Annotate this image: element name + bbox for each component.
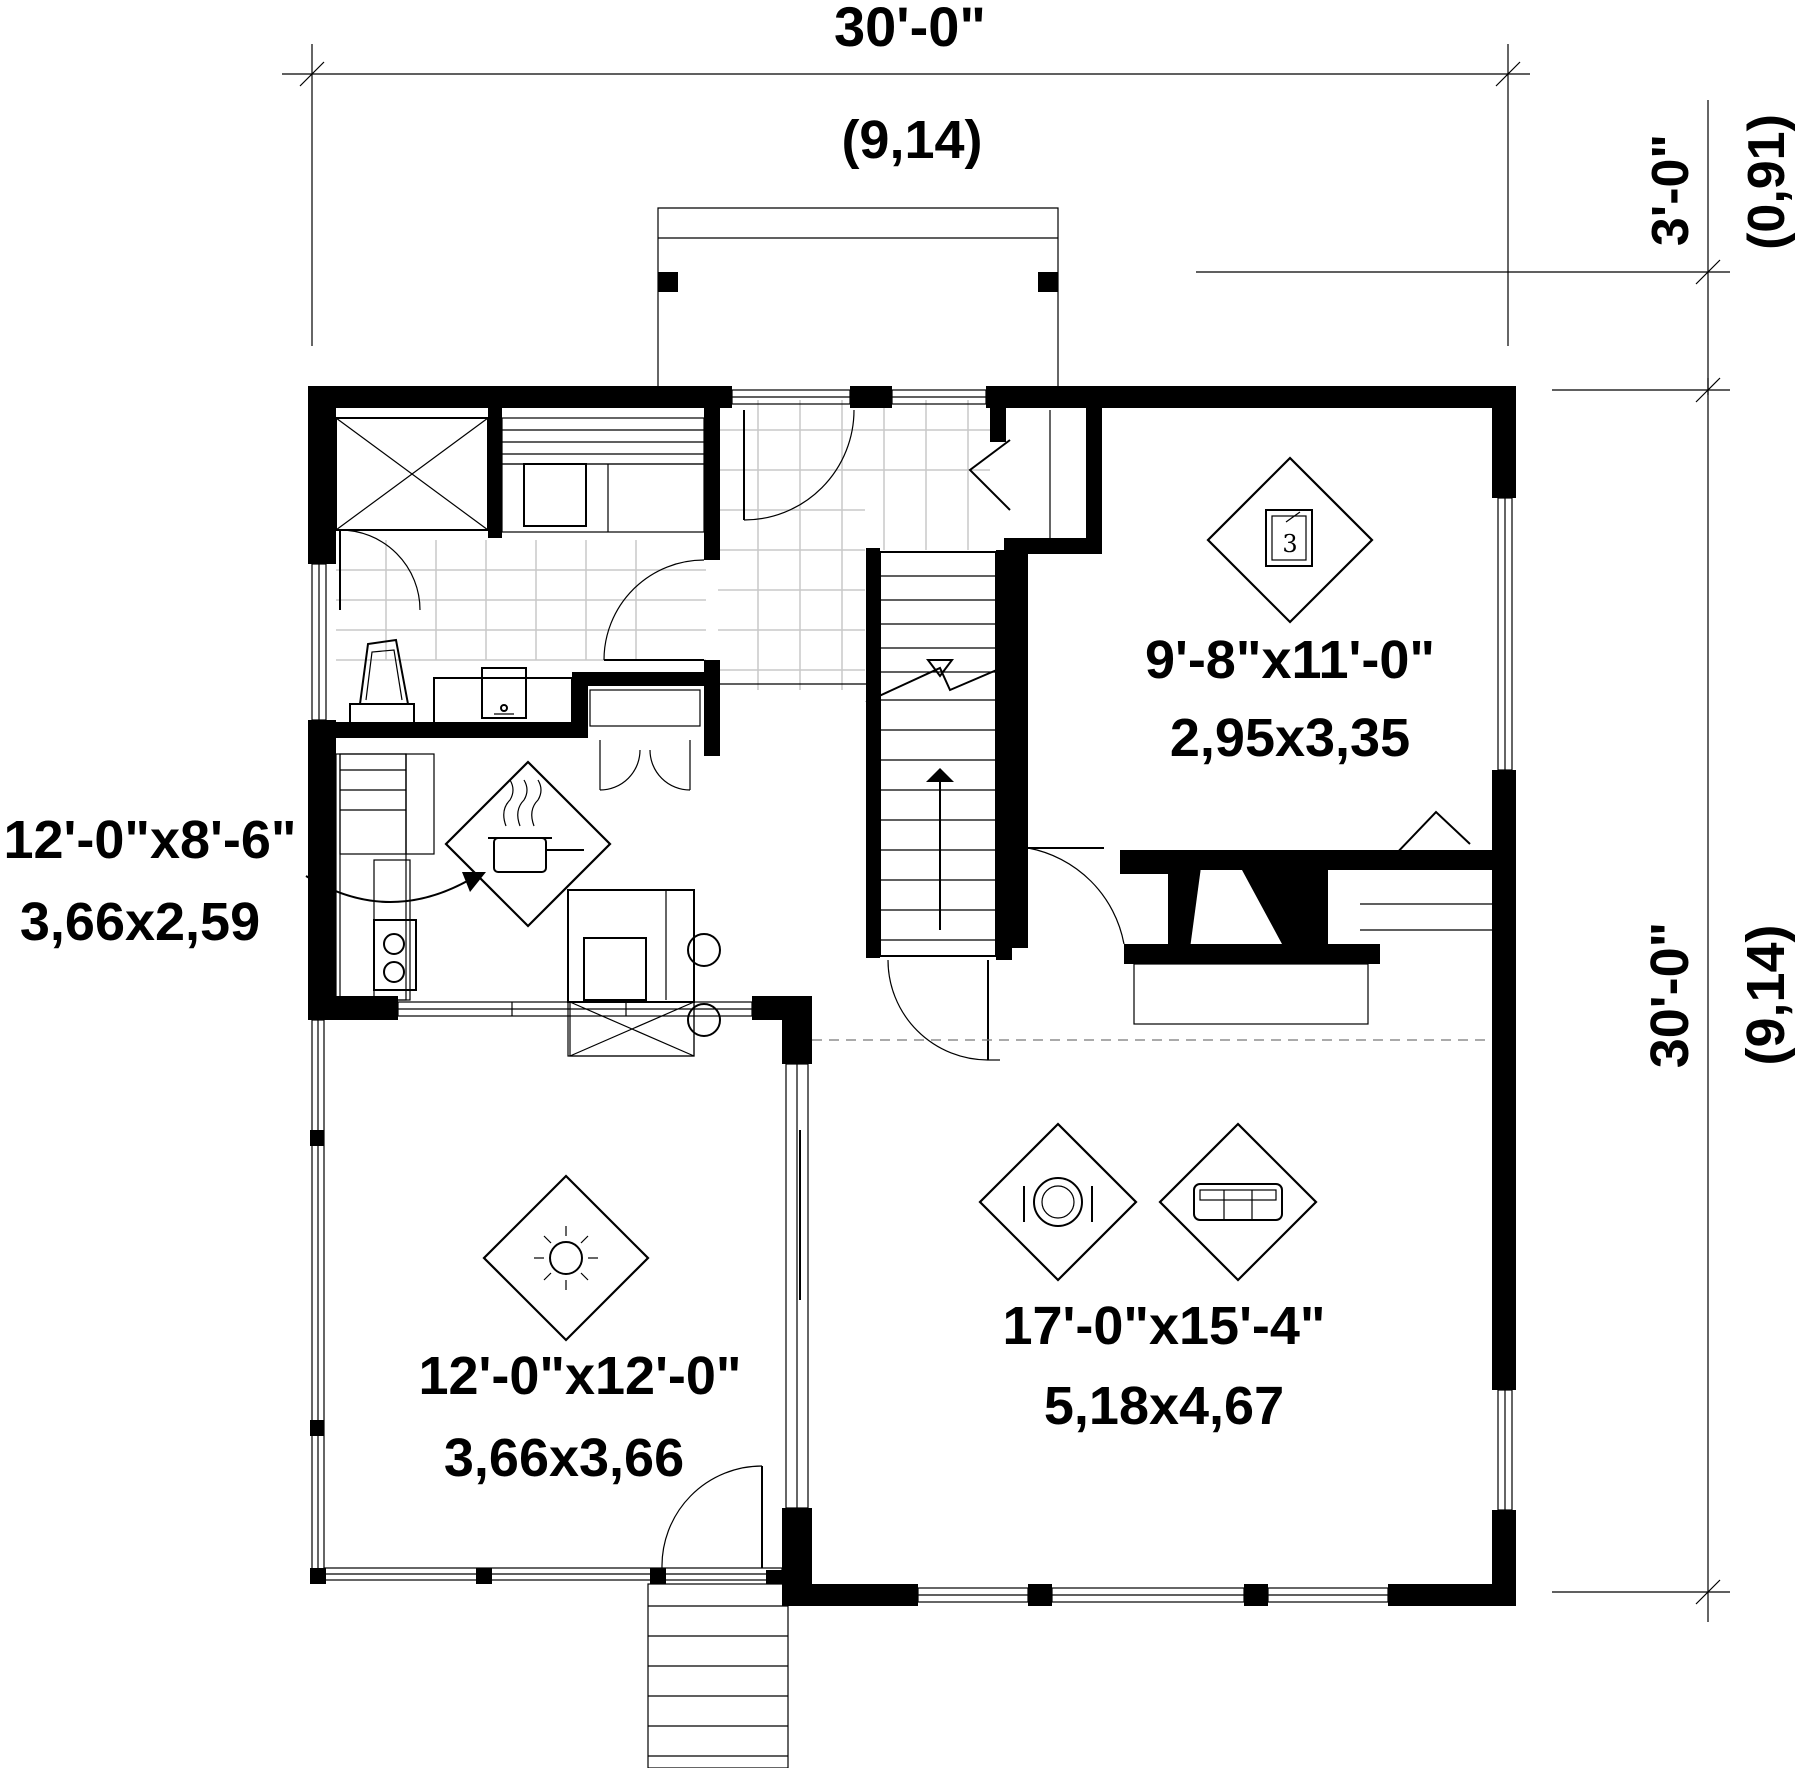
right-dimension-metric: (9,14) <box>1736 924 1796 1065</box>
windows <box>311 389 1513 1603</box>
bedroom-icon: 3 <box>1206 456 1374 624</box>
living-size-metric: 5,18x4,67 <box>1044 1376 1284 1436</box>
top-dimension-imperial: 30'-0" <box>834 0 986 58</box>
bathroom-fixtures <box>335 417 705 735</box>
tile-floor <box>336 400 990 690</box>
sun-icon <box>482 1174 650 1342</box>
bedroom-size-metric: 2,95x3,35 <box>1170 708 1410 768</box>
top-dimension-metric: (9,14) <box>841 110 982 170</box>
kitchen-callout-arrow <box>305 875 477 903</box>
bedroom-badge: 3 <box>1282 530 1297 558</box>
porch-dimension-imperial: 3'-0" <box>1642 134 1700 246</box>
exterior-walls <box>308 386 1516 1606</box>
sunroom-size-imperial: 12'-0"x12'-0" <box>418 1346 741 1406</box>
dining-icon <box>978 1122 1138 1282</box>
sunroom-size-metric: 3,66x3,66 <box>444 1428 684 1488</box>
porch-dimension-metric: (0,91) <box>1738 114 1796 250</box>
kitchen-size-imperial: 12'-0"x8'-6" <box>3 810 296 870</box>
sunroom <box>310 1019 789 1768</box>
fireplace <box>1124 810 1492 1025</box>
dimension-lines <box>282 44 1730 1622</box>
kitchen-size-metric: 3,66x2,59 <box>20 892 260 952</box>
kitchen-fixtures <box>335 753 721 1057</box>
entry-canopy <box>657 207 1059 386</box>
kitchen-arrowhead <box>462 872 486 892</box>
sofa-icon <box>1158 1122 1318 1282</box>
right-dimension-imperial: 30'-0" <box>1640 922 1700 1069</box>
cooking-pot-icon <box>444 760 612 928</box>
staircase <box>865 551 1125 1061</box>
living-size-imperial: 17'-0"x15'-4" <box>1002 1296 1325 1356</box>
entry-details <box>589 409 1051 791</box>
bedroom-size-imperial: 9'-8"x11'-0" <box>1145 630 1435 690</box>
